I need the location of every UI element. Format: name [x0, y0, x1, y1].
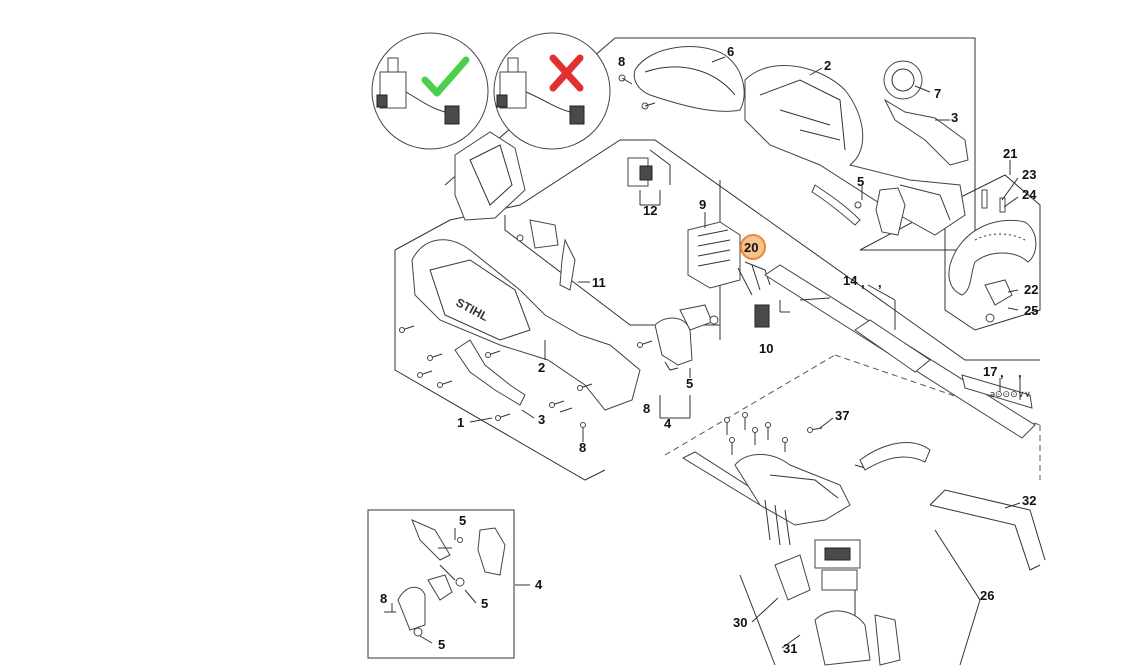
bracket-part: [875, 187, 906, 236]
upper-cover-part: [618, 46, 745, 112]
callout-2-top: 2: [824, 58, 831, 73]
callout-1: 1: [457, 415, 464, 430]
callout-12: 12: [643, 203, 657, 218]
svg-text:ǝ⊙⊙⊙∨∨: ǝ⊙⊙⊙∨∨: [990, 389, 1031, 399]
wire-bracket-part: [929, 489, 1046, 571]
callout-3-mid: 3: [538, 412, 545, 427]
callout-14-sep2: ,: [878, 275, 882, 290]
callout-24: 24: [1022, 187, 1037, 202]
wiring-harness: [737, 261, 771, 296]
callout-23: 23: [1022, 167, 1036, 182]
callout-5-inset-c: 5: [438, 637, 445, 652]
callout-5-mid: 5: [686, 376, 693, 391]
callout-8-mid: 8: [643, 401, 650, 416]
inset-box: [367, 509, 515, 659]
callout-11: 11: [592, 275, 606, 290]
callout-14: 14: [843, 273, 858, 288]
callout-31: 31: [783, 641, 797, 656]
callout-5-inset-b: 5: [481, 596, 488, 611]
inset-parts: [384, 519, 506, 637]
cross-mark-icon: [549, 54, 584, 92]
callout-4-inset: 4: [535, 577, 543, 592]
callout-25: 25: [1024, 303, 1038, 318]
callout-32: 32: [1022, 493, 1036, 508]
electronics-module-part: [687, 221, 741, 289]
leader-lines: [391, 56, 1021, 649]
trigger-assembly-part: [774, 539, 901, 666]
shaft-tube-part: ǝ⊙⊙⊙∨∨: [764, 264, 1036, 439]
callout-17-sep2: ,: [1018, 365, 1022, 380]
callout-22: 22: [1024, 282, 1038, 297]
callout-numbers: 8 6 2 7 3 21 23 24 5 12 9 20 11 14 , , 1…: [380, 44, 1038, 656]
callout-8-left: 8: [579, 440, 586, 455]
callout-7: 7: [934, 86, 941, 101]
lower-handle-part: [681, 442, 931, 546]
trim-strip-part: [883, 98, 969, 166]
connector-correct-detail: [371, 32, 489, 150]
switch-housing-part: [654, 304, 719, 371]
callout-37: 37: [835, 408, 849, 423]
callout-26: 26: [980, 588, 994, 603]
callout-9: 9: [699, 197, 706, 212]
callout-8-inset: 8: [380, 591, 387, 606]
callout-8-top: 8: [618, 54, 625, 69]
callout-6: 6: [727, 44, 734, 59]
connector-part: [754, 304, 770, 328]
callout-21: 21: [1003, 146, 1017, 161]
callout-10: 10: [759, 341, 773, 356]
sensor-board-part: [627, 149, 671, 187]
callout-17-sep: ,: [1000, 365, 1004, 380]
callout-30: 30: [733, 615, 747, 630]
callout-5-top: 5: [857, 174, 864, 189]
callout-17: 17: [983, 364, 997, 379]
callout-4-mid: 4: [664, 416, 672, 431]
callout-2-mid: 2: [538, 360, 545, 375]
battery-cover-part: [454, 131, 526, 221]
main-housing-part: STIHL: [411, 239, 641, 411]
connector-wrong-detail: [493, 32, 611, 150]
callout-3-top: 3: [951, 110, 958, 125]
callout-20: 20: [744, 240, 758, 255]
callout-5-inset-a: 5: [459, 513, 466, 528]
loop-handle-part: [948, 189, 1037, 323]
motor-housing-half-part: [744, 65, 966, 236]
check-mark-icon: [421, 56, 470, 97]
switch-lever-part: [811, 184, 862, 226]
clip-part: [516, 219, 576, 291]
highlight-ring-20: [740, 234, 766, 260]
callout-14-sep: ,: [861, 275, 865, 290]
ring-part: [883, 60, 923, 100]
lower-trim-part: [454, 339, 526, 406]
